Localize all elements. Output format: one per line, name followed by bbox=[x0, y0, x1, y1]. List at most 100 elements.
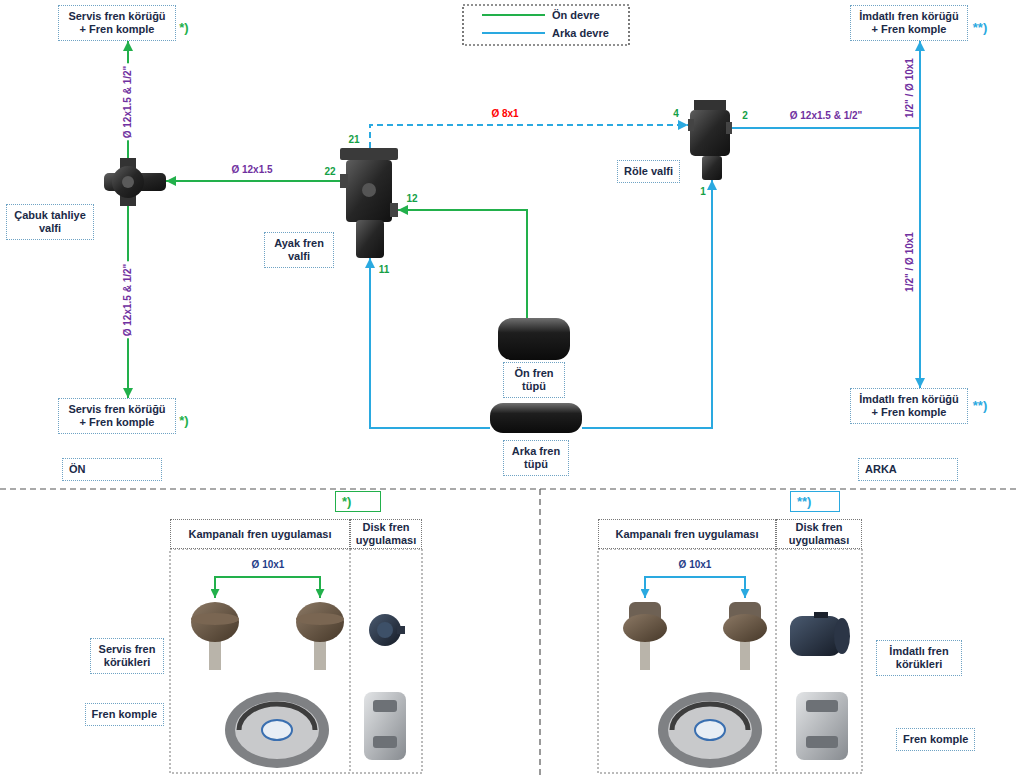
node-text: ÖN bbox=[69, 463, 155, 476]
drum-brake bbox=[695, 720, 725, 740]
legend-frame bbox=[482, 32, 545, 34]
spring-brake-chamber bbox=[723, 602, 767, 670]
port-number: 21 bbox=[348, 134, 359, 146]
disk-brake-chamber bbox=[369, 614, 405, 646]
quick-release-valve bbox=[112, 166, 144, 198]
foot-brake-valve bbox=[340, 148, 398, 160]
port-number: 22 bbox=[324, 166, 335, 178]
service-brake-chamber bbox=[191, 602, 344, 670]
front-air-tank: Ön fren tüpü bbox=[498, 318, 570, 360]
service-brake-chamber bbox=[191, 602, 239, 642]
pipe-size: Ø 12x1.5 & 1/2" bbox=[788, 110, 865, 122]
port-number: 12 bbox=[406, 193, 417, 205]
rear-air-tank: Arka fren tüpü bbox=[490, 403, 582, 433]
drum-brake bbox=[668, 701, 752, 759]
foot-brake-valve bbox=[340, 148, 398, 258]
disk-caliper bbox=[373, 736, 397, 748]
port-number: 11 bbox=[379, 264, 390, 276]
spring-brake-chamber bbox=[623, 602, 850, 670]
spring-brake-chamber bbox=[834, 618, 850, 654]
spring-brake-chamber bbox=[723, 614, 767, 642]
drum-brake bbox=[658, 692, 762, 768]
brake-assembly-box: İmdatlı fren körüğü + Fren komple bbox=[850, 5, 968, 41]
pipe-size: Ø 10x1 bbox=[679, 559, 712, 571]
legend-text: Arka devre bbox=[552, 27, 609, 40]
footnote-mark: **) bbox=[973, 20, 987, 35]
drum-brake bbox=[225, 692, 329, 768]
pipe-connector bbox=[370, 258, 490, 428]
pipe-size: Ø 8x1 bbox=[489, 108, 520, 120]
pipe-size: Ø 12x1.5 bbox=[229, 164, 274, 176]
foot-brake-valve bbox=[356, 220, 384, 258]
node-text: **) bbox=[797, 494, 833, 509]
pipe-connector bbox=[732, 128, 920, 388]
foot-brake-valve bbox=[390, 203, 398, 217]
foot-brake-valve bbox=[346, 160, 392, 222]
pipe-connector bbox=[398, 210, 527, 318]
pipe-size: 1/2" / Ø 10x1 bbox=[904, 230, 916, 294]
footnote-mark: **) bbox=[973, 398, 987, 413]
drum-brake bbox=[225, 692, 762, 768]
pipe-size: 1/2" / Ø 10x1 bbox=[904, 56, 916, 120]
relay-valve bbox=[726, 122, 732, 134]
pipe-size: Ø 10x1 bbox=[252, 559, 285, 571]
relay-valve bbox=[690, 110, 730, 156]
section-divider bbox=[0, 489, 1019, 776]
pipe-connector bbox=[370, 125, 688, 148]
brake-assembly-box: Servis fren körüğü + Fren komple bbox=[58, 398, 176, 434]
part-label: Ön fren tüpü bbox=[503, 362, 565, 398]
part-label: Fren komple bbox=[85, 703, 164, 726]
pipe-size: Ø 12x1.5 & 1/2" bbox=[122, 64, 134, 141]
brake-assembly-box: İmdatlı fren körüğü + Fren komple bbox=[850, 388, 968, 424]
port-number: 1 bbox=[700, 186, 706, 198]
disk-caliper bbox=[796, 692, 848, 760]
table-header: Kampanalı fren uygulaması bbox=[170, 519, 350, 549]
table-frame bbox=[598, 549, 862, 773]
legend-text: Ön devre bbox=[552, 9, 600, 22]
table-frame bbox=[170, 549, 862, 773]
legend-frame bbox=[463, 5, 629, 45]
part-label: İmdatlı fren körükleri bbox=[876, 640, 962, 676]
axle-label: ARKA bbox=[858, 458, 958, 481]
disk-brake-chamber bbox=[377, 622, 393, 638]
service-brake-chamber bbox=[191, 613, 239, 625]
rear-air-tank bbox=[490, 403, 582, 433]
node-text: Ayak fren valfi bbox=[271, 237, 327, 263]
service-brake-chamber bbox=[296, 602, 344, 670]
node-text: Servis fren körükleri bbox=[97, 643, 157, 669]
relay-valve bbox=[688, 119, 694, 131]
node-text: *) bbox=[342, 494, 374, 509]
relay-valve bbox=[688, 100, 732, 180]
disk-caliper bbox=[364, 692, 406, 760]
pipe-connector bbox=[582, 180, 712, 428]
node-text: Fren komple bbox=[92, 708, 157, 721]
port-number: 4 bbox=[673, 108, 679, 120]
legend-frame bbox=[463, 5, 629, 45]
disk-caliper bbox=[364, 692, 848, 760]
brake-assembly-box: Servis fren körüğü + Fren komple bbox=[58, 5, 176, 41]
footnote-box: *) bbox=[335, 491, 381, 512]
front-air-tank bbox=[498, 318, 570, 360]
footnote-mark: *) bbox=[179, 20, 188, 35]
disk-caliper bbox=[364, 692, 406, 760]
foot-brake-valve bbox=[340, 174, 348, 188]
drum-brake bbox=[225, 692, 329, 768]
connector-def bbox=[128, 41, 920, 428]
pipe-connector bbox=[732, 41, 920, 128]
node-text: Servis fren körüğü + Fren komple bbox=[65, 10, 169, 36]
disk-caliper bbox=[806, 736, 838, 748]
footnote-mark: *) bbox=[179, 413, 188, 428]
part-label: Arka fren tüpü bbox=[503, 440, 569, 476]
hose-arrow bbox=[645, 577, 745, 598]
spring-brake-chamber bbox=[623, 602, 667, 670]
front-air-tank bbox=[498, 318, 570, 360]
part-label: Çabuk tahliye valfi bbox=[6, 204, 94, 240]
spring-brake-chamber bbox=[814, 612, 828, 618]
node-text: İmdatlı fren körüğü + Fren komple bbox=[857, 393, 961, 419]
node-text: Fren komple bbox=[903, 733, 968, 746]
hose-arrow bbox=[215, 577, 745, 598]
table-header: Disk fren uygulaması bbox=[350, 519, 422, 549]
table-header: Disk fren uygulaması bbox=[776, 519, 862, 549]
node-text: Röle valfi bbox=[624, 165, 673, 178]
